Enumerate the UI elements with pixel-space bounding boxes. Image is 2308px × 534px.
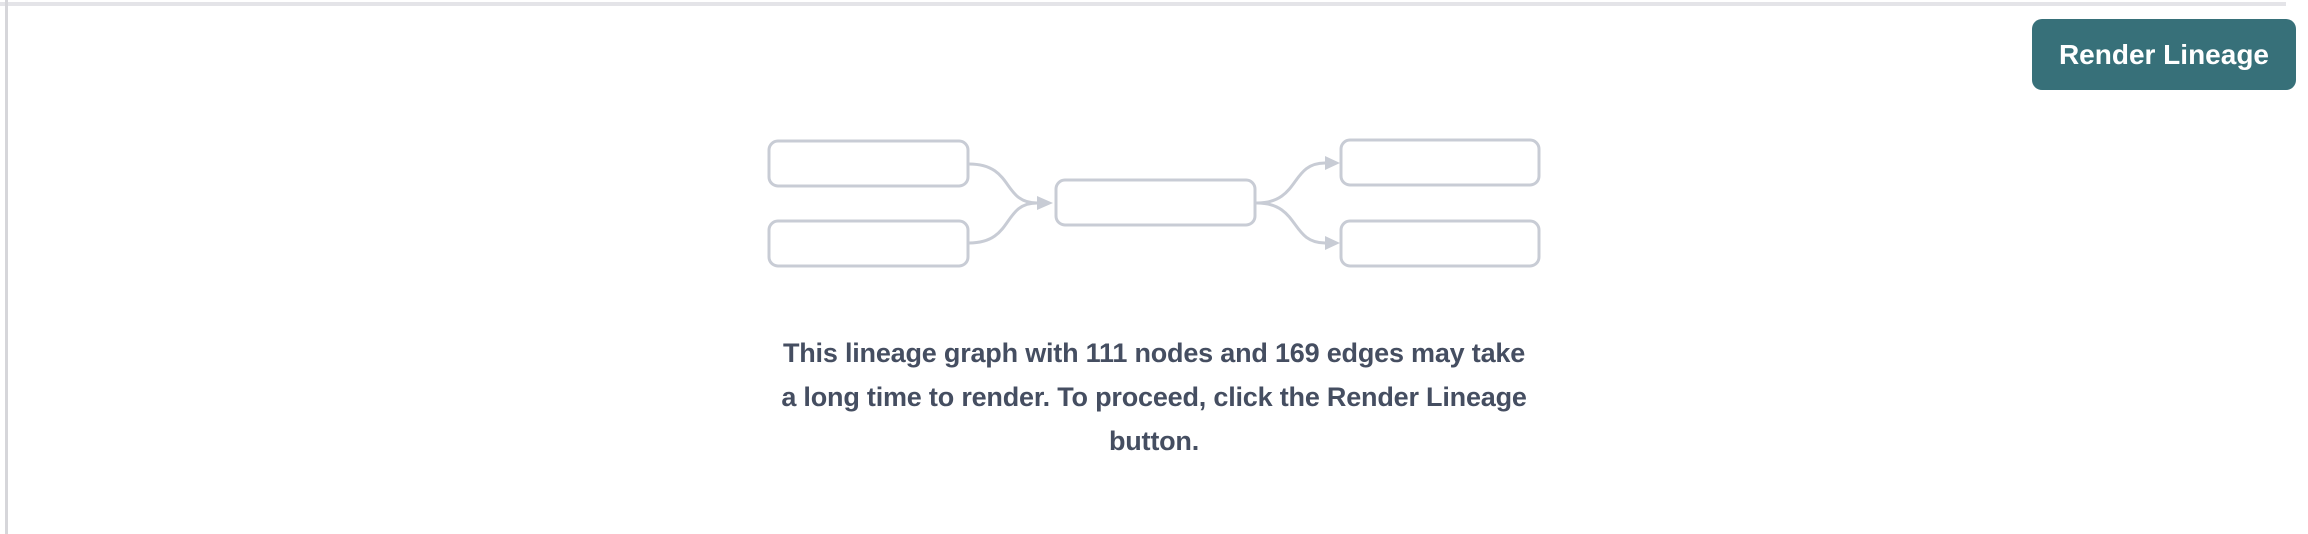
edge-center-to-downstream-1 [1255,161,1327,205]
preview-edges [967,156,1340,250]
preview-node-center [1054,178,1257,227]
arrowhead-center-icon [1037,196,1053,210]
lineage-warning-message: This lineage graph with 111 nodes and 16… [781,331,1527,463]
preview-node-upstream-1 [767,139,970,188]
arrowhead-downstream-1-icon [1325,156,1340,170]
preview-node-downstream-1 [1339,138,1541,187]
message-line-1: This lineage graph with 111 nodes and 16… [782,338,1526,368]
preview-node-downstream-2 [1339,219,1541,268]
message-line-3: button. [1108,426,1200,456]
arrowhead-downstream-2-icon [1325,236,1340,250]
preview-node-upstream-2 [767,219,970,268]
message-line-2: a long time to render. To proceed, click… [781,382,1527,412]
panel-left-border [5,0,8,534]
lineage-placeholder: This lineage graph with 111 nodes and 16… [766,137,1542,463]
edge-center-to-downstream-2 [1255,201,1327,245]
edge-upstream-1-to-center [967,162,1039,205]
panel-top-border [0,2,2286,6]
lineage-preview-diagram [767,138,1541,268]
edge-upstream-2-to-center [967,201,1039,245]
render-lineage-button[interactable]: Render Lineage [2031,19,2296,90]
preview-nodes [767,138,1541,268]
